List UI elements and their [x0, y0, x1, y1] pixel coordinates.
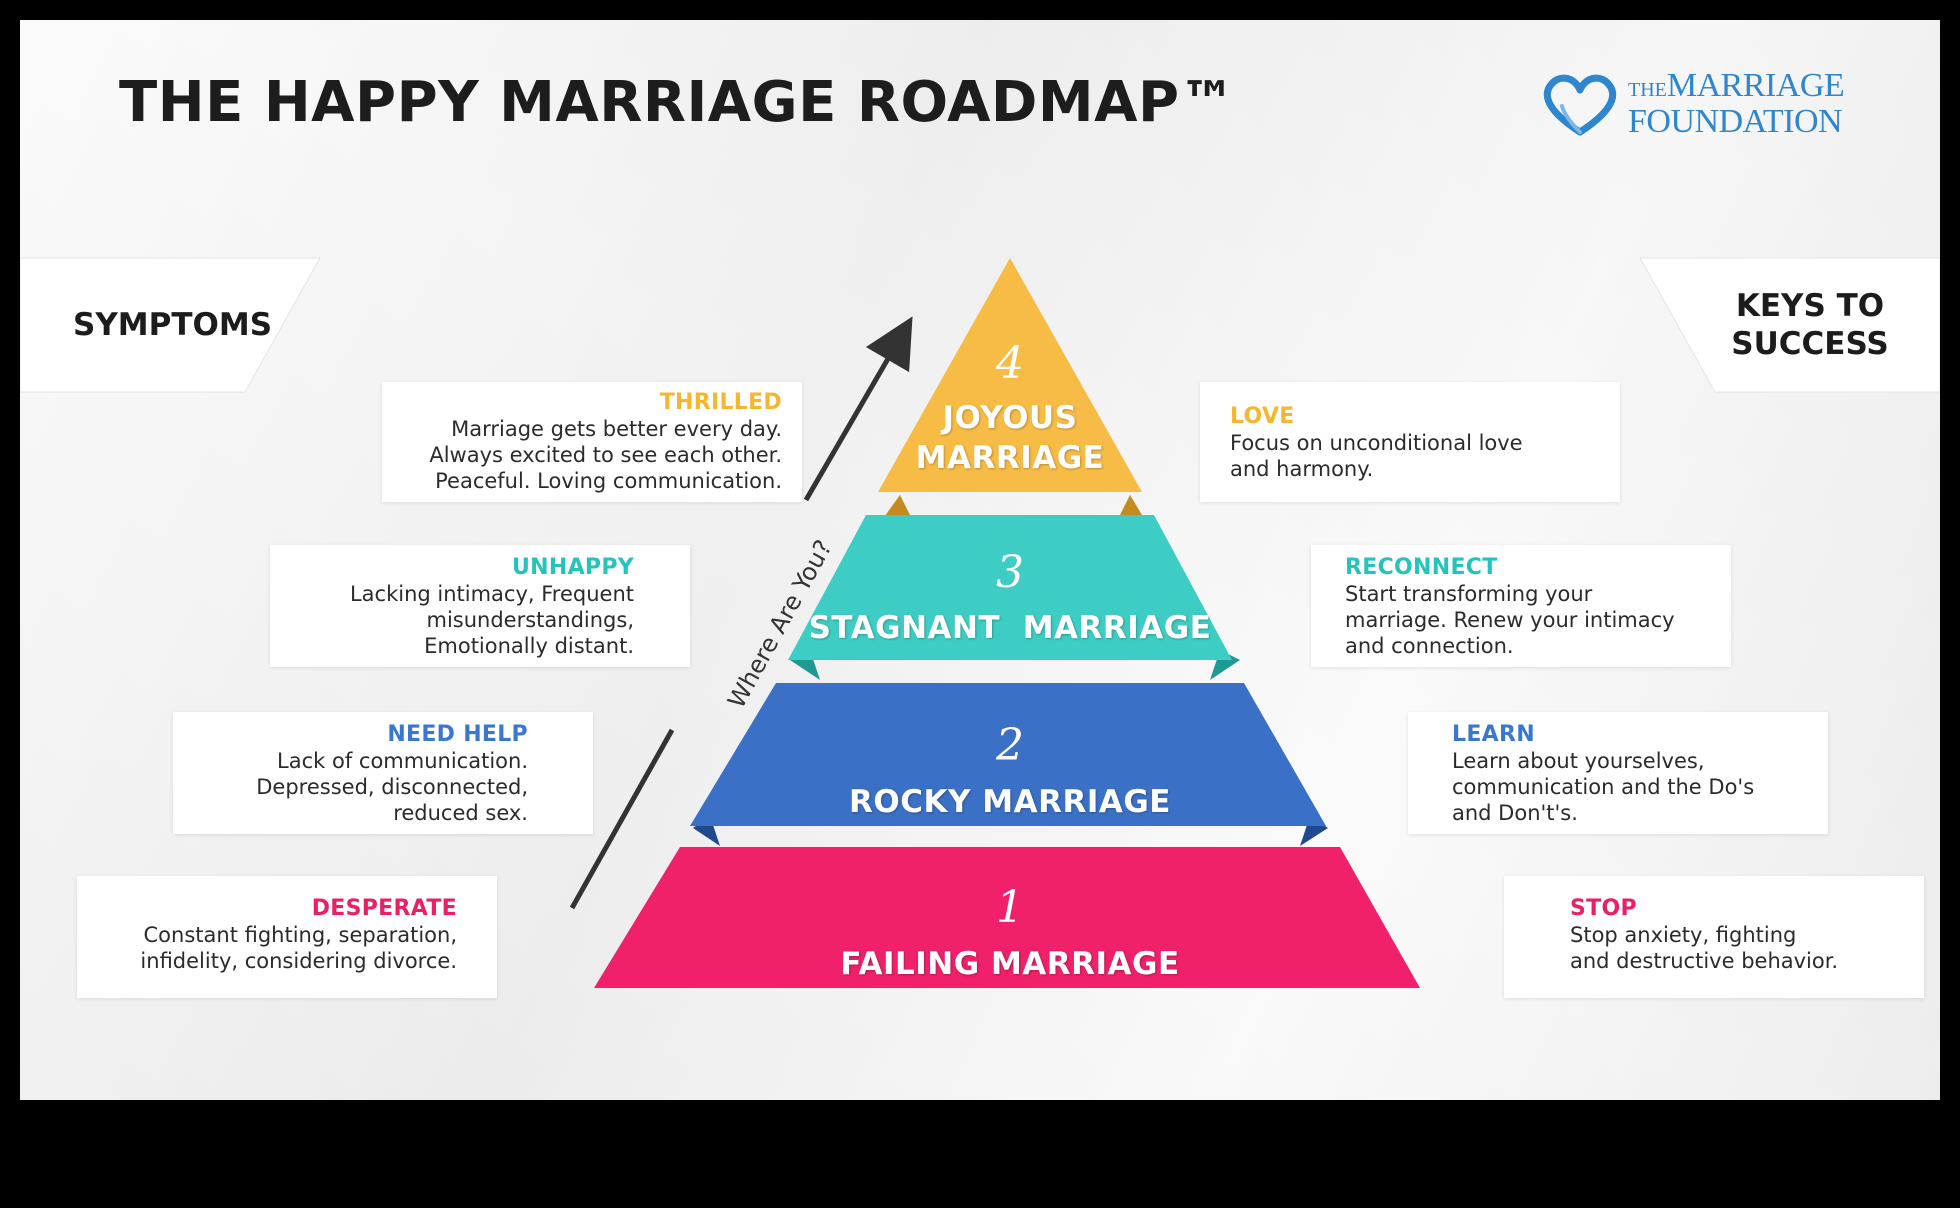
key-heading: LOVE: [1230, 404, 1295, 429]
infographic-canvas: THE HAPPY MARRIAGE ROADMAP™ THEMARRIAGE …: [20, 20, 1940, 1100]
symptom-text: Marriage gets better every day. Always e…: [382, 416, 782, 494]
key-line: and Don't's.: [1452, 801, 1578, 825]
symptom-line: Emotionally distant.: [424, 634, 634, 658]
symptom-text: Constant fighting, separation, infidelit…: [77, 922, 457, 974]
pyramid-diagram: [569, 258, 1420, 988]
key-text: Focus on unconditional love and harmony.: [1230, 430, 1620, 482]
keys-label-line1: KEYS TO: [1735, 288, 1885, 324]
symptom-heading: THRILLED: [659, 390, 782, 415]
keys-to-success-banner: KEYS TO SUCCESS: [1640, 255, 1940, 395]
heart-logo-icon: [1543, 74, 1617, 136]
key-heading: RECONNECT: [1345, 555, 1498, 580]
key-card-love: LOVE Focus on unconditional love and har…: [1200, 382, 1620, 502]
key-line: Focus on unconditional love: [1230, 431, 1523, 455]
symptom-line: Always excited to see each other.: [429, 443, 782, 467]
symptom-line: infidelity, considering divorce.: [140, 949, 457, 973]
tier2-name: ROCKY MARRIAGE: [849, 784, 1171, 820]
symptom-line: Depressed, disconnected,: [256, 775, 528, 799]
symptom-line: Constant fighting, separation,: [143, 923, 457, 947]
key-line: and harmony.: [1230, 457, 1374, 481]
marriage-foundation-logo: THEMARRIAGE FOUNDATION: [1540, 67, 1860, 140]
key-card-reconnect: RECONNECT Start transforming your marria…: [1311, 545, 1731, 667]
symptom-line: Lack of communication.: [277, 749, 528, 773]
symptom-line: reduced sex.: [393, 801, 528, 825]
key-heading: LEARN: [1452, 722, 1535, 747]
symptom-card-thrilled: THRILLED Marriage gets better every day.…: [382, 382, 802, 502]
key-line: communication and the Do's: [1452, 775, 1755, 799]
key-line: Start transforming your: [1345, 582, 1593, 606]
page-title: THE HAPPY MARRIAGE ROADMAP™: [119, 70, 1237, 135]
symptoms-banner: SYMPTOMS: [20, 255, 320, 395]
key-line: marriage. Renew your intimacy: [1345, 608, 1675, 632]
symptom-line: Lacking intimacy, Frequent: [349, 582, 634, 606]
symptom-heading: DESPERATE: [311, 896, 457, 921]
symptom-card-need-help: NEED HELP Lack of communication. Depress…: [173, 712, 593, 834]
key-text: Start transforming your marriage. Renew …: [1345, 581, 1731, 659]
keys-label: KEYS TO SUCCESS: [1731, 287, 1888, 363]
tier2-number: 2: [996, 720, 1024, 771]
key-line: Learn about yourselves,: [1452, 749, 1705, 773]
logo-wordmark: THEMARRIAGE FOUNDATION: [1628, 67, 1845, 140]
tier4-name-line1: JOYOUS: [942, 400, 1078, 436]
key-heading: STOP: [1570, 896, 1637, 921]
key-text: Learn about yourselves, communication an…: [1452, 748, 1828, 826]
tier4-name: JOYOUS MARRIAGE: [880, 398, 1140, 478]
tier1-shape: [594, 847, 1420, 988]
tier3-name: STAGNANT MARRIAGE: [808, 610, 1212, 646]
symptom-line: Peaceful. Loving communication.: [435, 469, 782, 493]
tier3-number: 3: [996, 547, 1024, 598]
tier4-number: 4: [996, 338, 1024, 389]
keys-banner-shape: [1640, 257, 1940, 393]
key-text: Stop anxiety, fighting and destructive b…: [1570, 922, 1924, 974]
symptoms-banner-shape: [20, 257, 320, 393]
logo-the: THE: [1628, 79, 1667, 101]
key-line: and connection.: [1345, 634, 1514, 658]
tier4-shape: [878, 258, 1142, 492]
symptom-line: misunderstandings,: [426, 608, 634, 632]
key-line: Stop anxiety, fighting: [1570, 923, 1797, 947]
symptom-text: Lack of communication. Depressed, discon…: [173, 748, 528, 826]
tier3-shape: [788, 515, 1232, 660]
key-line: and destructive behavior.: [1570, 949, 1839, 973]
progress-arrow-lower: [569, 728, 675, 910]
tier1-name: FAILING MARRIAGE: [840, 946, 1180, 982]
logo-line2: FOUNDATION: [1628, 103, 1843, 140]
symptom-heading: NEED HELP: [387, 722, 528, 747]
tier2-shape: [690, 683, 1326, 826]
symptom-text: Lacking intimacy, Frequent misunderstand…: [270, 581, 634, 659]
logo-line1: MARRIAGE: [1666, 67, 1845, 104]
progress-arrow-upper: [803, 316, 913, 502]
symptom-line: Marriage gets better every day.: [451, 417, 782, 441]
tier1-number: 1: [996, 882, 1024, 933]
key-card-learn: LEARN Learn about yourselves, communicat…: [1408, 712, 1828, 834]
symptoms-label: SYMPTOMS: [73, 307, 273, 343]
tier4-name-line2: MARRIAGE: [915, 440, 1105, 476]
symptom-heading: UNHAPPY: [512, 555, 634, 580]
keys-label-line2: SUCCESS: [1731, 326, 1889, 362]
symptom-card-desperate: DESPERATE Constant fighting, separation,…: [77, 876, 497, 998]
key-card-stop: STOP Stop anxiety, fighting and destruct…: [1504, 876, 1924, 998]
symptom-card-unhappy: UNHAPPY Lacking intimacy, Frequent misun…: [270, 545, 690, 667]
